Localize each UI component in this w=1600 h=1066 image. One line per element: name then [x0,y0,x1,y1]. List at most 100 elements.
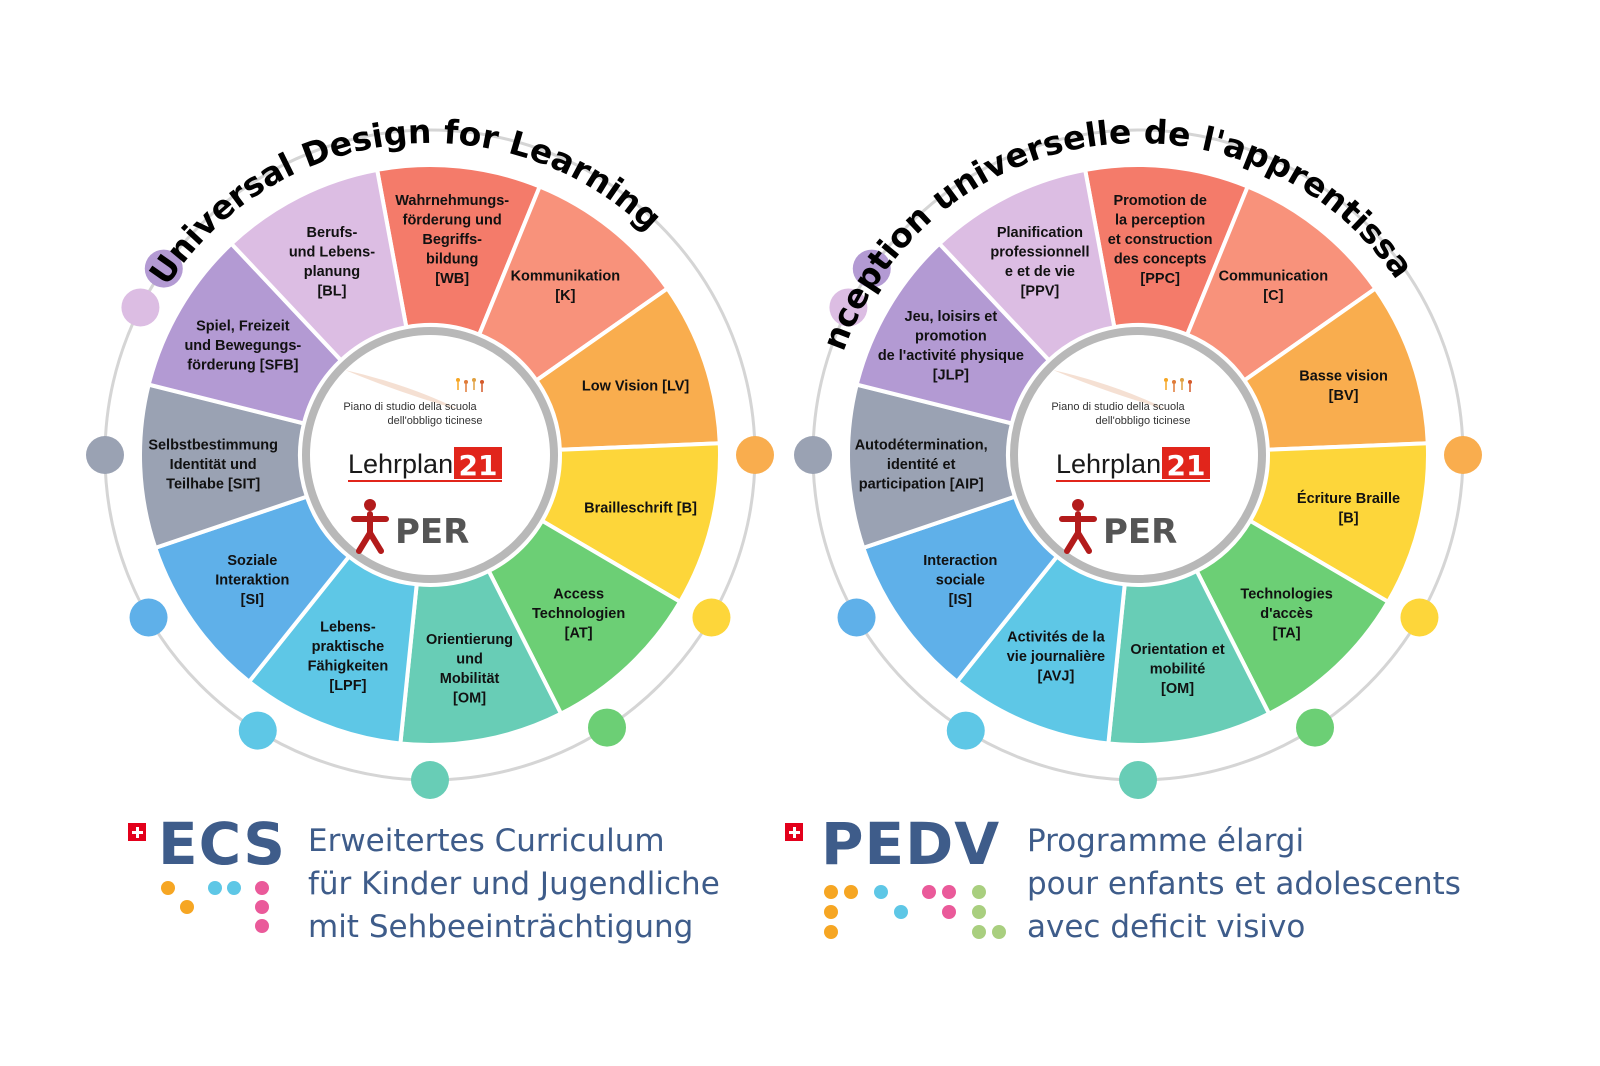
segment-label: Interaction sociale [IS] [923,553,997,608]
wheel-segment [228,167,409,364]
segment-label-line: Identität und [170,457,257,473]
segment-label-line: [WB] [435,271,469,287]
segment-label: Low Vision [LV] [582,378,690,394]
lehrplan-21-badge [454,447,502,479]
segment-label-line: professionnell [990,245,1089,261]
footer-right-line: Programme élargi [1027,823,1305,859]
segment-label: Kommunikation[K] [511,269,621,305]
segment-label-line: d'accès [1260,606,1313,622]
segment-label-line: und Bewegungs- [184,338,301,354]
segment-label-line: Berufs- [307,225,358,241]
ring-bubble [588,708,627,747]
lehrplan-21-number: 21 [1167,449,1206,482]
hub-logo-line2: dell'obbligo ticinese [1095,415,1190,427]
segment-label-line: [SI] [241,592,265,608]
segment-label: Berufs-und Lebens-planung[BL] [289,225,375,300]
per-figure-icon [1059,499,1097,554]
ring-bubble [946,711,985,750]
ring-bubble [736,436,774,474]
segment-label-line: sociale [936,573,985,589]
per-label: PER [395,512,469,552]
segment-label-line: Teilhabe [SIT] [166,476,260,492]
swiss-flag-icon [785,823,803,841]
segment-label-line: [IS] [949,592,973,608]
segment-label-line: Activités de la [1007,629,1105,645]
segment-label-line: de l'activité physique [878,348,1024,364]
segment-label-line: förderung [SFB] [187,358,298,374]
segment-label-line: Orientation et [1130,642,1224,658]
lehrplan-21-badge [1162,447,1210,479]
segment-label-line: [B] [1338,510,1358,526]
segment-label-line: [K] [555,288,575,304]
segment-label-line: [PPC] [1140,271,1180,287]
segment-label-line: Access [553,587,604,603]
ring-bubble [837,598,876,637]
segment-label-line: [C] [1263,288,1283,304]
footer-left-line: für Kinder und Jugendliche [308,866,720,902]
per-label: PER [1103,512,1177,552]
segment-label-line: [PPV] [1021,284,1060,300]
footer-right-line: avec deficit visivo [1027,909,1306,945]
segment-label-line: Orientierung [426,632,513,648]
segment-label-line: Low Vision [LV] [582,378,690,394]
segment-label: Écriture Braille [B] [1297,490,1400,527]
ring-bubble [129,598,168,637]
ring-bubble [144,249,183,288]
segment-label-line: Brailleschrift [B] [584,501,697,517]
segment-label-line: des concepts [1114,252,1207,268]
wheel-segment [936,167,1117,364]
segment-label-line: promotion [915,328,987,344]
brand-pedv: PEDV [821,810,1001,878]
segment-label-line: Fähigkeiten [308,659,389,675]
swiss-flag-icon [128,823,146,841]
segment-label-line: Basse vision [1299,369,1388,385]
segment-label-line: Lebens- [320,620,376,636]
segment-label-line: Mobilität [440,671,500,687]
ring-bubble [121,288,160,327]
lehrplan-21-number: 21 [459,449,498,482]
footer-right-line: pour enfants et adolescents [1027,866,1461,902]
segment-label-line: identité et [887,457,956,473]
segment-label-line: Interaction [923,553,997,569]
segment-label-line: et construction [1108,232,1213,248]
lehrplan-label: Lehrplan [348,449,453,479]
segment-label-line: [BL] [317,284,346,300]
segment-label-line: Soziale [227,553,277,569]
segment-label-line: Autodétermination, [855,437,988,453]
per-figure-icon [351,499,389,554]
ring-bubble [411,761,449,799]
segment-label: Communication[C] [1219,269,1329,305]
segment-label-line: Wahrnehmungs- [395,193,509,209]
children-figures-icon [456,378,484,392]
lehrplan-label: Lehrplan [1056,449,1161,479]
ring-bubble [1444,436,1482,474]
hub-logo-line2: dell'obbligo ticinese [387,415,482,427]
segment-label-line: praktische [312,639,385,655]
segment-label-line: und Lebens- [289,245,375,261]
segment-label-line: Planification [997,225,1083,241]
segment-label-line: [OM] [453,691,486,707]
ring-bubble [1296,708,1335,747]
segment-label: Basse vision[BV] [1299,369,1388,405]
ring-bubble [86,436,124,474]
brand-ecs: ECS [158,810,287,878]
ring-bubble [852,249,891,288]
segment-label-line: Promotion de [1113,193,1206,209]
segment-label: Brailleschrift [B] [584,501,697,517]
segment-label-line: Écriture Braille [1297,490,1400,507]
